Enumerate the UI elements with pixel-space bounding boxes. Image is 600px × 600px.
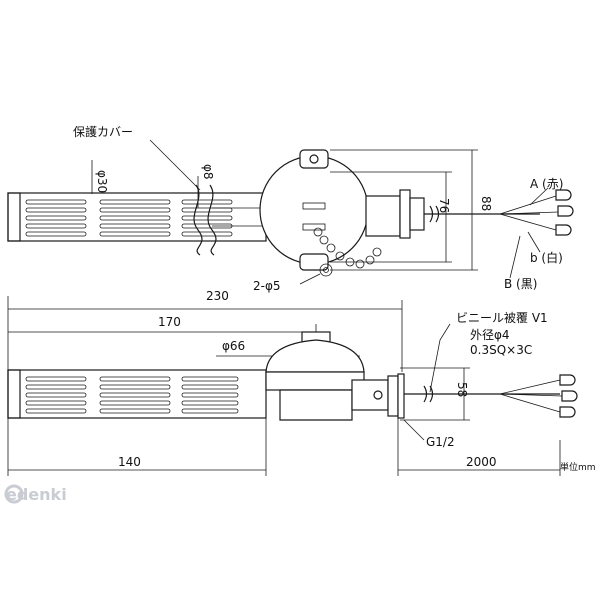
side-tube-slots	[25, 376, 239, 414]
leader-holes	[299, 273, 321, 285]
top-tube-slots	[25, 199, 233, 237]
label-dim230: 230	[206, 289, 229, 303]
cable-gland	[409, 197, 425, 231]
head-side-flange	[399, 189, 411, 239]
chain	[313, 227, 382, 277]
break-line-left	[193, 184, 203, 256]
top-tube-endcap	[7, 192, 21, 242]
leader-thread	[403, 419, 425, 441]
wire-leads-side	[499, 374, 578, 418]
head-bottom-tab	[299, 253, 329, 271]
leader-cover	[149, 139, 201, 191]
label-outer-dia: 外径φ4	[470, 328, 510, 342]
label-phi66: φ66	[222, 339, 245, 353]
overall-dimensions	[7, 296, 403, 372]
label-dim76: 76	[437, 198, 451, 213]
label-holes: 2-φ5	[253, 279, 281, 293]
head-top-tab	[299, 149, 329, 169]
break-line-right	[207, 184, 217, 256]
side-hub	[351, 379, 389, 411]
label-dim2000: 2000	[466, 455, 497, 469]
watermark-text: edenki	[6, 485, 67, 504]
label-dim140: 140	[118, 455, 141, 469]
side-gland	[397, 373, 405, 419]
label-thread: G1/2	[426, 435, 455, 449]
head-side-hub	[365, 195, 401, 237]
label-dim88: 88	[479, 196, 493, 211]
side-head-band	[265, 371, 365, 391]
side-flange	[387, 375, 399, 417]
label-unit: 単位mm	[560, 461, 596, 473]
label-dim170: 170	[158, 315, 181, 329]
label-phi30: φ30	[95, 170, 109, 193]
side-head-lower	[279, 389, 353, 421]
label-protective-cover: 保護カバー	[73, 124, 133, 139]
label-vinyl-coating: ビニール被覆 V1	[456, 311, 548, 325]
label-dim58: 58	[455, 382, 469, 397]
label-wire-b-small: b (白)	[530, 250, 563, 265]
label-wire-a: A (赤)	[530, 177, 563, 191]
side-view	[7, 323, 578, 476]
screw-slot-lower	[302, 223, 326, 231]
side-tube-endcap	[7, 369, 21, 419]
side-head-dome	[265, 339, 365, 373]
label-conductor: 0.3SQ×3C	[470, 343, 532, 357]
label-wire-b-large: B (黒)	[504, 277, 537, 291]
watermark-logo: edenki	[4, 484, 67, 504]
cable-break	[429, 205, 434, 223]
wire-leads-top	[499, 189, 574, 236]
label-phi8: φ8	[201, 164, 215, 180]
leader-vinyl	[429, 323, 451, 393]
top-view	[7, 139, 574, 285]
screw-slot-upper	[302, 202, 326, 210]
